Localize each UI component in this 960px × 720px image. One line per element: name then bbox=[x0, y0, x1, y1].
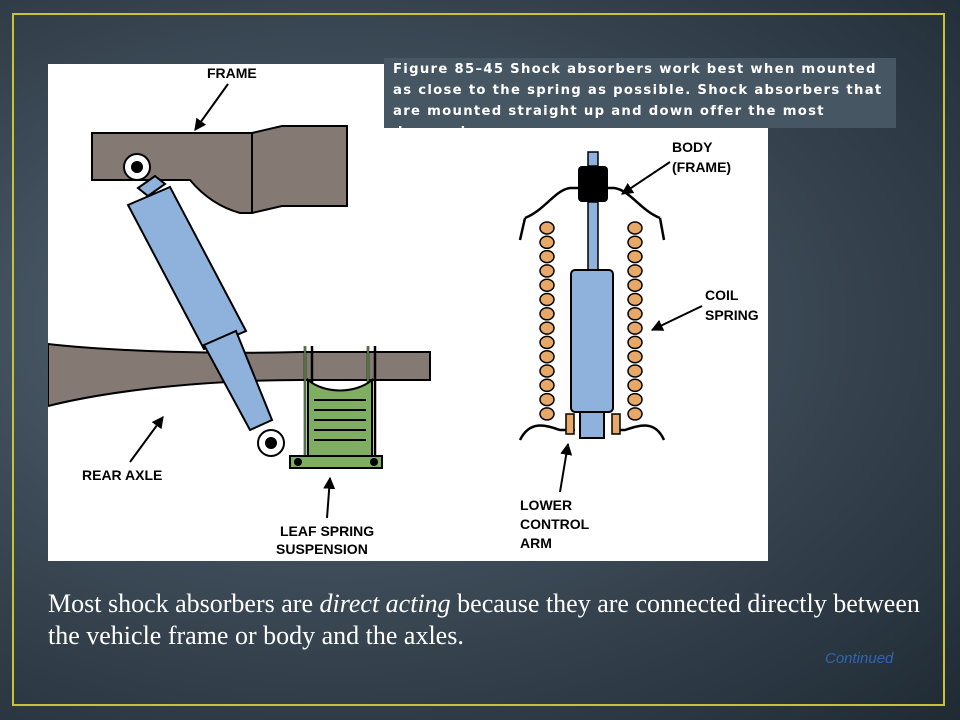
coil-bead bbox=[627, 378, 643, 393]
coil-bead bbox=[539, 321, 555, 335]
coil-bead bbox=[627, 221, 643, 235]
coil-bead bbox=[627, 407, 643, 421]
arrow-rear-axle bbox=[129, 416, 164, 463]
coil-bead bbox=[539, 349, 555, 364]
label-lower: LOWER bbox=[520, 497, 572, 513]
label-arm: ARM bbox=[520, 535, 552, 551]
arrow-coil bbox=[650, 305, 703, 331]
shock-absorber-vertical bbox=[570, 151, 614, 439]
coil-bead bbox=[627, 278, 643, 292]
coil-bead bbox=[627, 307, 643, 321]
label-body: BODY bbox=[672, 139, 713, 155]
coil-bead bbox=[627, 364, 643, 378]
label-leaf-spring-1: LEAF SPRING bbox=[280, 523, 374, 539]
coil-bead bbox=[627, 392, 643, 407]
coil-bead bbox=[539, 407, 555, 421]
body-text-after: because they are connected directly betw… bbox=[48, 589, 920, 650]
coil-bead bbox=[539, 392, 555, 407]
coil-bead bbox=[539, 307, 555, 321]
label-rear-axle: REAR AXLE bbox=[82, 467, 162, 483]
figure-caption: Figure 85–45 Shock absorbers work best w… bbox=[384, 58, 896, 140]
coil-bead bbox=[539, 335, 555, 350]
coil-bead bbox=[539, 221, 555, 235]
coil-bead bbox=[627, 321, 643, 335]
label-body-frame: (FRAME) bbox=[672, 159, 731, 175]
coil-bead bbox=[539, 278, 555, 292]
coil-bead bbox=[627, 249, 643, 264]
coil-bead bbox=[627, 292, 643, 307]
slide-border bbox=[12, 13, 945, 706]
label-leaf-spring-2: SUSPENSION bbox=[276, 541, 368, 557]
coil-spring-left bbox=[539, 221, 555, 421]
coil-bead bbox=[627, 235, 643, 250]
coil-spring-right bbox=[627, 221, 643, 421]
body-paragraph: Most shock absorbers are direct acting b… bbox=[48, 588, 928, 652]
continued-link[interactable]: Continued bbox=[825, 650, 894, 667]
coil-bead bbox=[539, 235, 555, 250]
coil-bead bbox=[539, 364, 555, 378]
frame-rail bbox=[91, 125, 348, 214]
coil-bead bbox=[539, 264, 555, 278]
label-frame: FRAME bbox=[207, 65, 257, 81]
coil-bead bbox=[539, 249, 555, 264]
arrow-body bbox=[621, 161, 671, 195]
arrow-leaf-spring bbox=[323, 476, 336, 519]
label-coil: COIL bbox=[705, 287, 739, 303]
coil-bead bbox=[627, 264, 643, 278]
leaf-spring bbox=[289, 346, 383, 469]
shock-absorber-angled bbox=[123, 153, 285, 457]
arrow-lower-arm bbox=[559, 442, 573, 493]
body-text-before: Most shock absorbers are bbox=[48, 589, 320, 618]
label-coil-spring: SPRING bbox=[705, 307, 759, 323]
lower-control-arm bbox=[518, 413, 666, 441]
body-text-emphasis: direct acting bbox=[319, 589, 451, 618]
coil-bead bbox=[539, 292, 555, 307]
label-control: CONTROL bbox=[520, 516, 590, 532]
coil-bead bbox=[539, 378, 555, 393]
body-mount bbox=[518, 186, 666, 241]
coil-bead bbox=[627, 349, 643, 364]
coil-bead bbox=[627, 335, 643, 350]
arrow-frame bbox=[194, 83, 229, 131]
figure-illustration: FRAME REAR AXLE LEAF SPRING SUSPENSION bbox=[47, 64, 768, 561]
